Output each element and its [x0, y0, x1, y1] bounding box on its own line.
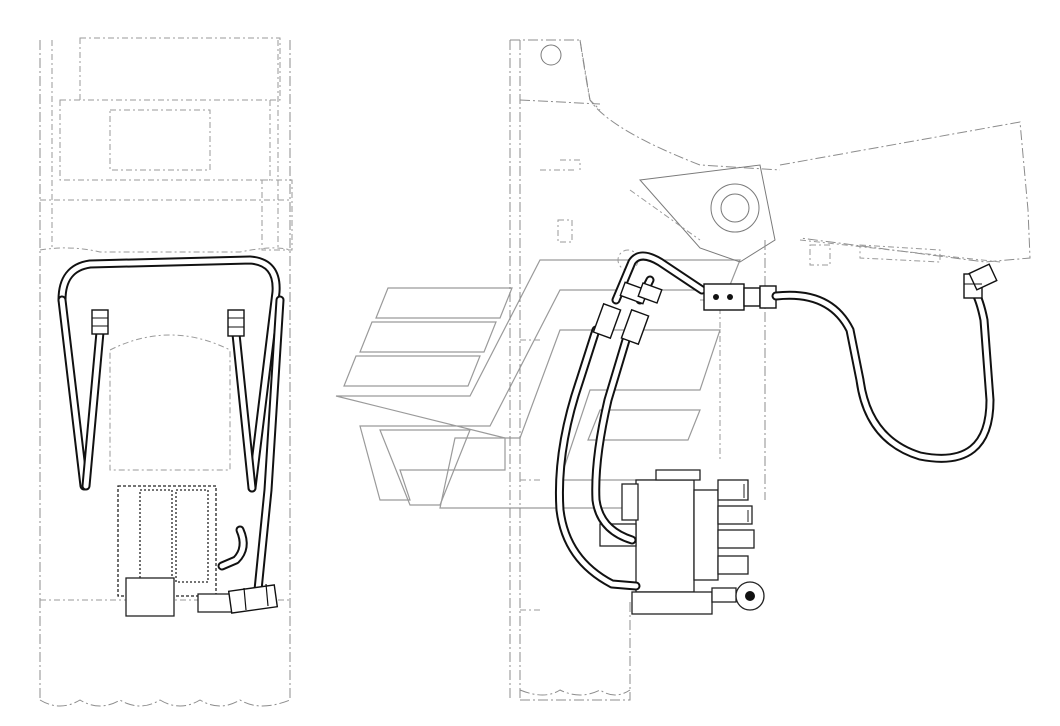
long-hose — [771, 285, 995, 463]
pressure-gauge — [711, 581, 765, 611]
hose-fitting-left — [91, 309, 109, 335]
hose-pair-fittings — [592, 281, 663, 346]
hose-fitting-right — [227, 309, 245, 337]
hose-loop — [57, 255, 281, 493]
side-view — [509, 39, 1031, 701]
front-view — [39, 37, 293, 707]
front-frame — [39, 37, 293, 707]
tee-fitting — [703, 283, 777, 311]
hose-right — [231, 329, 257, 493]
control-valve — [117, 485, 237, 617]
side-frame — [509, 39, 1031, 701]
end-fitting — [227, 583, 279, 614]
elbow-fitting — [963, 263, 998, 299]
hose-lower — [217, 295, 285, 595]
hose-left — [81, 327, 105, 491]
watermark-logo — [335, 259, 741, 509]
